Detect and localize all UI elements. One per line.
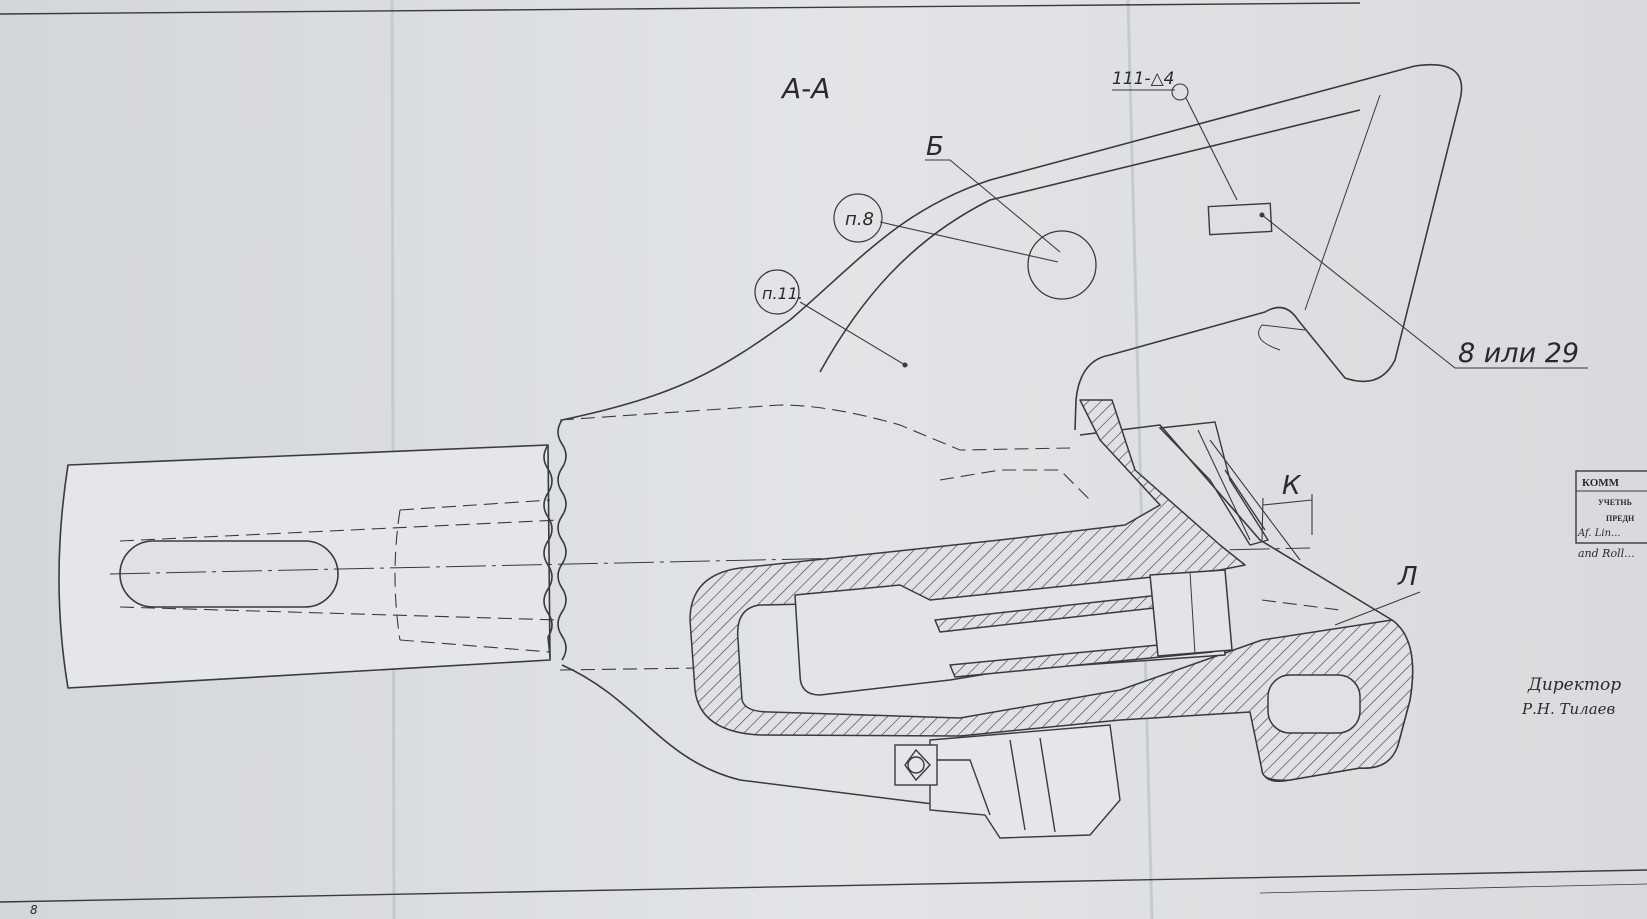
- weld-symbol: 111-△4: [1112, 69, 1174, 89]
- part-mark: 8 или 29: [1458, 338, 1579, 369]
- callout-p8: п.8: [845, 209, 874, 230]
- callout-p11: п.11.: [762, 284, 803, 303]
- stamp-line-5: and Roll...: [1578, 547, 1635, 560]
- callout-p11-circle: [754, 269, 800, 315]
- signature-name: Р.Н. Тилаев: [1521, 700, 1616, 718]
- part-body: [58, 64, 1463, 821]
- stamp-line-2: УЧЕТНЬ: [1598, 498, 1632, 507]
- hatched-section: [689, 399, 1414, 782]
- stamp-line-3: ПРЕДН: [1606, 514, 1635, 523]
- section-label: А-А: [780, 72, 830, 105]
- marking-rectangle: [1207, 202, 1273, 236]
- view-label-b: Б: [926, 132, 944, 162]
- dim-k: К: [1282, 471, 1302, 501]
- hidden-lines: [119, 404, 1341, 671]
- dim-l: Л: [1397, 562, 1418, 592]
- callout-p8-circle: [833, 193, 883, 243]
- signature-title: Директор: [1527, 675, 1621, 695]
- bolt-assembly: [894, 724, 1121, 839]
- fold-crease: [1126, 0, 1154, 919]
- leader-lines: [799, 83, 1588, 626]
- stamp-line-1: КОММ: [1582, 477, 1620, 489]
- page-number: 8: [30, 903, 38, 917]
- view-b-circle: [1027, 230, 1097, 300]
- stamp-signature: Af. Lin...: [1577, 528, 1621, 539]
- approval-stamp: КОММ УЧЕТНЬ ПРЕДН Af. Lin... and Roll...: [1575, 470, 1647, 560]
- guard-plate: [1158, 421, 1270, 546]
